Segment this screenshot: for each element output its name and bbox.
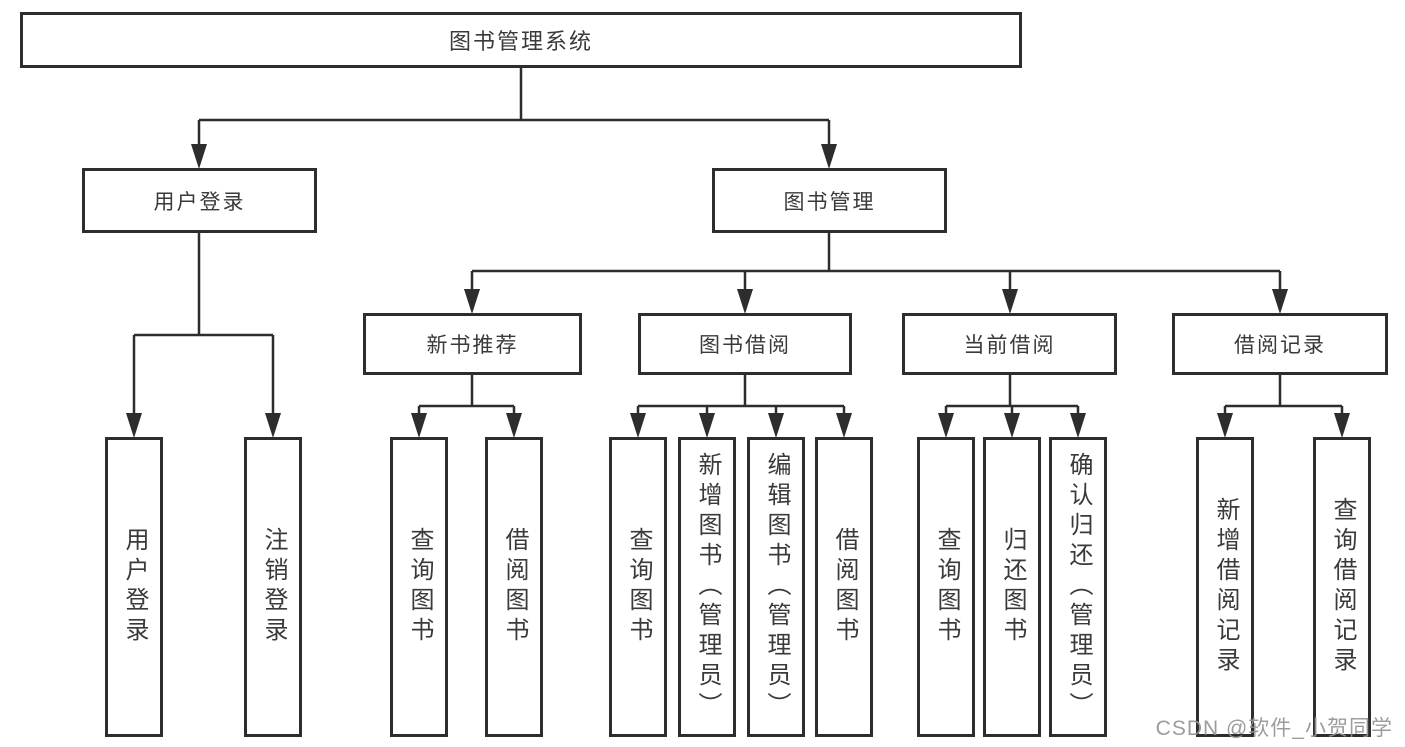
- leaf-logout-label: 注销登录: [260, 527, 287, 647]
- connector-borrowrecords-children: [1217, 375, 1350, 438]
- node-book-management: 图书管理: [712, 168, 947, 233]
- leaf-cb-confirm-return-admin: 确认归还（管理员）: [1049, 437, 1107, 737]
- leaf-user-login-label: 用户登录: [121, 527, 148, 647]
- node-user-login-label: 用户登录: [153, 190, 246, 214]
- node-borrow-records-label: 借阅记录: [1234, 334, 1326, 357]
- leaf-cb-query-books-label: 查询图书: [933, 527, 960, 647]
- node-new-book-recommend-label: 新书推荐: [426, 334, 519, 357]
- leaf-bb-borrow-books-label: 借阅图书: [831, 527, 858, 647]
- leaf-rec-borrow-books-label: 借阅图书: [501, 527, 528, 647]
- leaf-br-query-record-label: 查询借阅记录: [1329, 497, 1356, 677]
- connector-bookmgmt-to-level3: [464, 233, 1288, 314]
- leaf-user-login: 用户登录: [105, 437, 163, 737]
- leaf-bb-add-books-admin: 新增图书（管理员）: [678, 437, 736, 737]
- leaf-logout: 注销登录: [244, 437, 302, 737]
- node-root-label: 图书管理系统: [448, 29, 593, 54]
- node-borrow-records: 借阅记录: [1172, 313, 1388, 375]
- leaf-rec-query-books: 查询图书: [390, 437, 448, 737]
- leaf-cb-return-books-label: 归还图书: [999, 527, 1026, 647]
- leaf-bb-query-books: 查询图书: [609, 437, 667, 737]
- leaf-bb-edit-books-admin-label: 编辑图书（管理员）: [763, 452, 790, 722]
- leaf-rec-query-books-label: 查询图书: [406, 527, 433, 647]
- leaf-bb-edit-books-admin: 编辑图书（管理员）: [747, 437, 805, 737]
- leaf-bb-query-books-label: 查询图书: [625, 527, 652, 647]
- leaf-br-add-record: 新增借阅记录: [1196, 437, 1254, 737]
- node-book-management-label: 图书管理: [783, 190, 876, 214]
- leaf-rec-borrow-books: 借阅图书: [485, 437, 543, 737]
- connector-bookborrow-children: [630, 375, 852, 438]
- node-book-borrow-label: 图书借阅: [699, 334, 791, 357]
- connector-newbookrec-children: [411, 375, 522, 438]
- leaf-cb-return-books: 归还图书: [983, 437, 1041, 737]
- node-current-borrow-label: 当前借阅: [963, 334, 1056, 357]
- connector-userlogin-children: [126, 233, 281, 438]
- leaf-cb-query-books: 查询图书: [917, 437, 975, 737]
- node-book-borrow: 图书借阅: [638, 313, 852, 375]
- leaf-bb-borrow-books: 借阅图书: [815, 437, 873, 737]
- node-user-login: 用户登录: [82, 168, 317, 233]
- node-current-borrow: 当前借阅: [902, 313, 1117, 375]
- node-new-book-recommend: 新书推荐: [363, 313, 582, 375]
- leaf-cb-confirm-return-admin-label: 确认归还（管理员）: [1065, 452, 1092, 722]
- leaf-bb-add-books-admin-label: 新增图书（管理员）: [694, 452, 721, 722]
- connector-currentborrow-children: [938, 375, 1086, 438]
- csdn-watermark: CSDN @软件_小贺同学: [1155, 717, 1393, 740]
- leaf-br-query-record: 查询借阅记录: [1313, 437, 1371, 737]
- node-root: 图书管理系统: [20, 12, 1022, 68]
- connector-root-to-level2: [191, 68, 837, 169]
- leaf-br-add-record-label: 新增借阅记录: [1212, 497, 1239, 677]
